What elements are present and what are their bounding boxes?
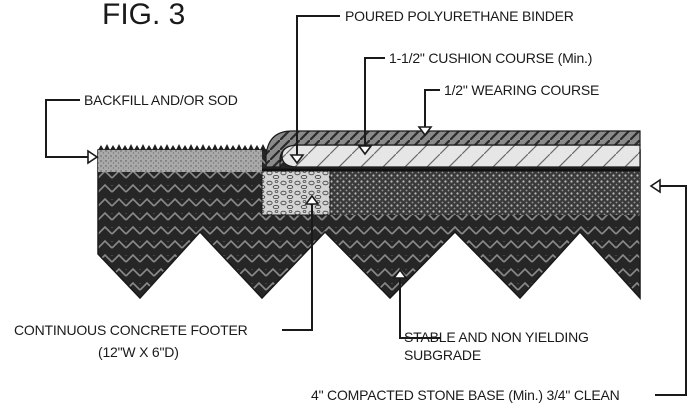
label-footer-line2: (12"W X 6"D) — [98, 344, 179, 360]
cross-section — [97, 130, 641, 300]
callout-backfill: BACKFILL AND/OR SOD — [45, 92, 238, 165]
callout-footer: CONTINUOUS CONCRETE FOOTER (12"W X 6"D) — [14, 194, 320, 360]
label-binder: POURED POLYURETHANE BINDER — [345, 8, 574, 24]
sod-layer — [98, 150, 262, 172]
callout-wearing: 1/2" WEARING COURSE — [417, 82, 599, 137]
callout-stone-base: 4" COMPACTED STONE BASE (Min.) 3/4" CLEA… — [311, 178, 687, 403]
callout-binder: POURED POLYURETHANE BINDER — [289, 8, 574, 165]
callout-subgrade: STABLE AND NON YIELDING SUBGRADE — [392, 268, 589, 363]
label-stone-base: 4" COMPACTED STONE BASE (Min.) 3/4" CLEA… — [311, 387, 620, 403]
callout-cushion: 1-1/2" CUSHION COURSE (Min.) — [357, 50, 592, 156]
concrete-footer — [261, 170, 331, 216]
label-footer-line1: CONTINUOUS CONCRETE FOOTER — [14, 322, 248, 338]
cushion-course-layer — [281, 144, 641, 168]
label-subgrade-line1: STABLE AND NON YIELDING — [404, 329, 589, 345]
label-cushion: 1-1/2" CUSHION COURSE (Min.) — [389, 50, 592, 66]
label-backfill: BACKFILL AND/OR SOD — [84, 92, 238, 108]
label-wearing: 1/2" WEARING COURSE — [444, 82, 599, 98]
figure-title: FIG. 3 — [102, 0, 185, 31]
label-subgrade-line2: SUBGRADE — [404, 347, 481, 363]
grass-edge — [98, 144, 282, 150]
